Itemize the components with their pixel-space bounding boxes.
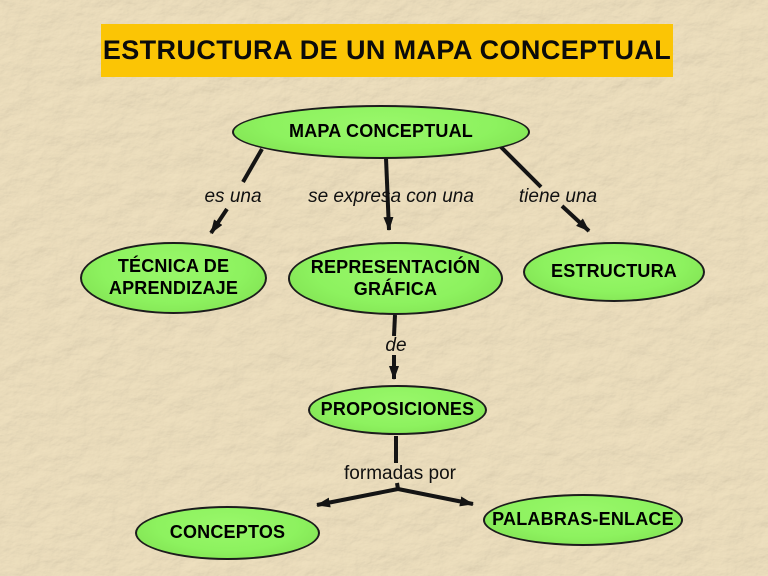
- node-estructura: ESTRUCTURA: [523, 242, 705, 302]
- node-label: GRÁFICA: [353, 278, 438, 299]
- link-label-es-una: es una: [204, 186, 262, 207]
- node-proposiciones: PROPOSICIONES: [308, 385, 487, 435]
- node-representacion-grafica: REPRESENTACIÓN GRÁFICA: [288, 242, 503, 315]
- node-label: ESTRUCTURA: [551, 261, 677, 282]
- arrow-es-una-lower: [209, 207, 229, 235]
- node-mapa-conceptual: MAPA CONCEPTUAL: [232, 105, 530, 159]
- arrow-se-expresa: [383, 157, 394, 231]
- node-label: TÉCNICA DE: [117, 256, 230, 277]
- node-label: MAPA CONCEPTUAL: [289, 121, 473, 142]
- node-label: APRENDIZAJE: [108, 278, 239, 298]
- arrow-es-una-upper: [241, 148, 264, 183]
- node-label: PALABRAS-ENLACE: [492, 509, 674, 530]
- page-title: ESTRUCTURA DE UN MAPA CONCEPTUAL: [102, 35, 672, 65]
- arrow-formadas-right: [397, 487, 474, 507]
- arrow-tiene-una-lower: [560, 204, 591, 233]
- link-label-se-expresa-con-una: se expresa con una: [308, 186, 474, 207]
- node-tecnica-de-aprendizaje: TÉCNICA DE APRENDIZAJE: [80, 242, 267, 314]
- link-label-formadas-por: formadas por: [344, 463, 456, 484]
- link-label-tiene-una: tiene una: [518, 186, 598, 207]
- node-conceptos: CONCEPTOS: [135, 506, 320, 560]
- node-label: REPRESENTACIÓN: [310, 256, 481, 277]
- title-banner: ESTRUCTURA DE UN MAPA CONCEPTUAL: [101, 24, 673, 77]
- arrow-de-upper: [392, 314, 397, 337]
- node-palabras-enlace: PALABRAS-ENLACE: [483, 494, 683, 546]
- node-label: CONCEPTOS: [169, 522, 286, 543]
- arrow-tiene-una-upper: [498, 144, 543, 189]
- arrow-formadas-left: [316, 487, 399, 508]
- node-label: PROPOSICIONES: [320, 399, 475, 420]
- arrow-formadas-stem-lower: [395, 482, 400, 490]
- link-label-de: de: [385, 335, 407, 356]
